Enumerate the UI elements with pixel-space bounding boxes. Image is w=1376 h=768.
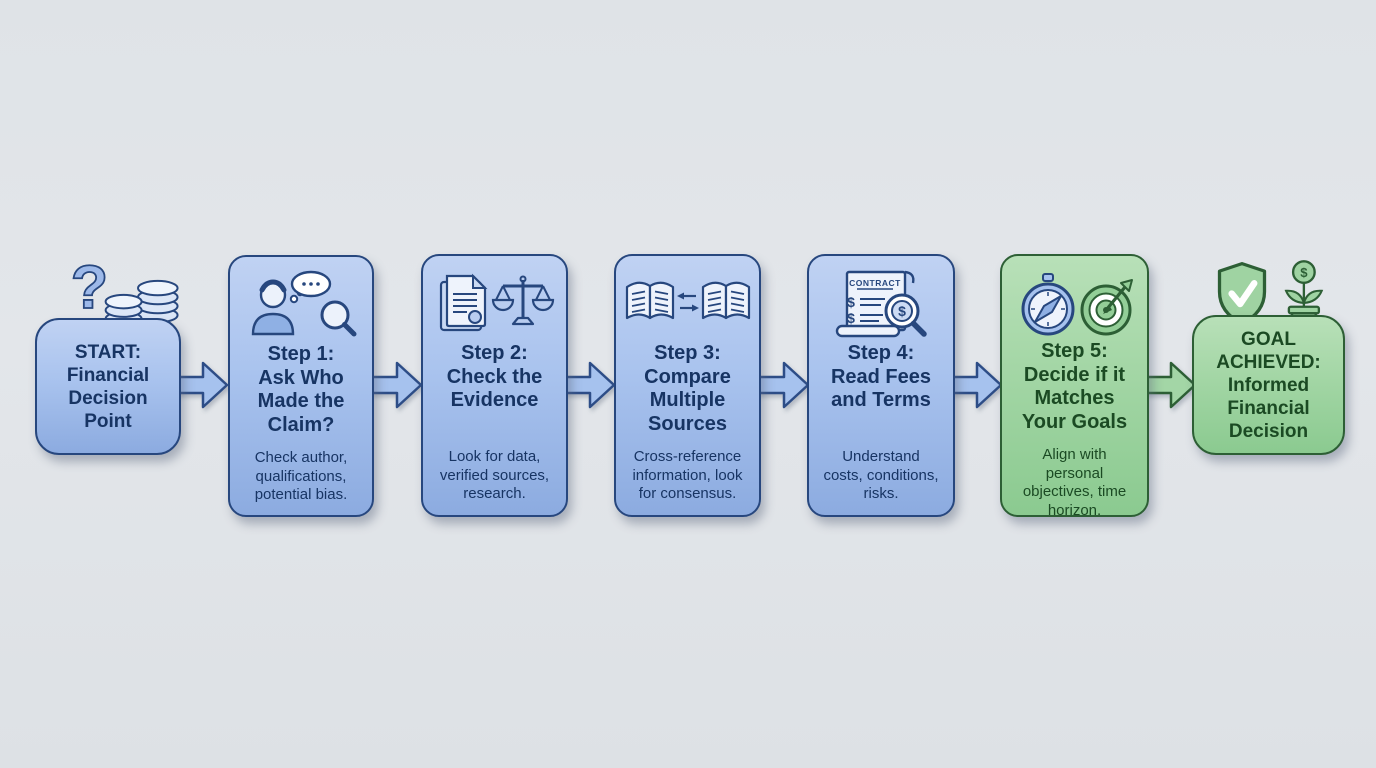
svg-text:$: $ [898,303,906,319]
node-start: START: Financial Decision Point [35,318,181,455]
open-book-icon [625,281,674,320]
svg-text:$: $ [1300,265,1308,280]
compare-sources-illustration [625,281,750,320]
step-title: Step 3: Compare Multiple Sources [644,342,731,435]
step-2-icon-row [435,268,555,340]
svg-text:$: $ [847,294,855,310]
step-5-icon-row [1016,268,1134,338]
step-subtitle: Look for data, verified sources, researc… [439,448,550,502]
target-dart-icon [1080,279,1133,336]
svg-text:$: $ [847,310,855,326]
exchange-arrows-icon [676,292,699,312]
evidence-illustration [439,273,554,332]
flow-arrow-step2-step3 [562,361,616,409]
step-subtitle: Understand costs, conditions, risks. [823,448,939,502]
flow-arrow-step5-goal [1143,361,1197,409]
step-title: Step 5: Decide if it Matches Your Goals [1021,340,1128,433]
start-floating-icons: ? [70,252,179,326]
flow-arrow-start-step1 [175,361,229,409]
step-1-icon-row [245,269,357,341]
node-step-3: Step 3: Compare Multiple Sources Cross-r… [614,254,761,517]
node-step-1: Step 1: Ask Who Made the Claim? Check au… [228,255,374,517]
step-title: Step 4: Read Fees and Terms [830,342,932,411]
svg-text:?: ? [71,253,108,321]
balance-scale-icon [491,275,554,326]
goal-title: GOAL ACHIEVED: Informed Financial Decisi… [1216,328,1321,442]
magnifier-icon [320,300,357,337]
flow-arrow-step3-step4 [756,361,810,409]
goals-match-illustration [1021,273,1133,336]
node-step-5: Step 5: Decide if it Matches Your Goals … [1000,254,1149,519]
step-title: Step 1: Ask Who Made the Claim? [257,343,345,436]
node-goal: GOAL ACHIEVED: Informed Financial Decisi… [1192,315,1345,455]
fees-terms-illustration: CONTRACT $ $ $ [835,270,927,338]
svg-text:CONTRACT: CONTRACT [849,278,901,288]
step-title: Step 2: Check the Evidence [446,342,543,411]
step-4-icon-row: CONTRACT $ $ $ [825,268,937,340]
thought-bubble-icon [289,270,332,304]
start-title: START: Financial Decision Point [66,341,150,432]
step-3-icon-row [622,268,754,340]
person-icon [251,279,295,336]
flow-arrow-step1-step2 [369,361,423,409]
node-step-2: Step 2: Check the Evidence Look for data… [421,254,568,517]
document-icon [439,273,487,332]
dollar-magnifier-icon: $ [884,293,927,337]
node-step-4: CONTRACT $ $ $ Step 4: Read Fees and Te [807,254,955,517]
flow-arrow-step4-step5 [949,361,1003,409]
step-subtitle: Align with personal objectives, time hor… [1022,446,1127,519]
step-subtitle: Check author, qualifications, potential … [254,449,348,503]
open-book-icon [701,281,750,320]
compass-icon [1021,273,1074,336]
step-subtitle: Cross-reference information, look for co… [632,448,743,502]
question-mark-icon: ? [70,252,109,322]
ask-source-illustration [251,270,357,337]
